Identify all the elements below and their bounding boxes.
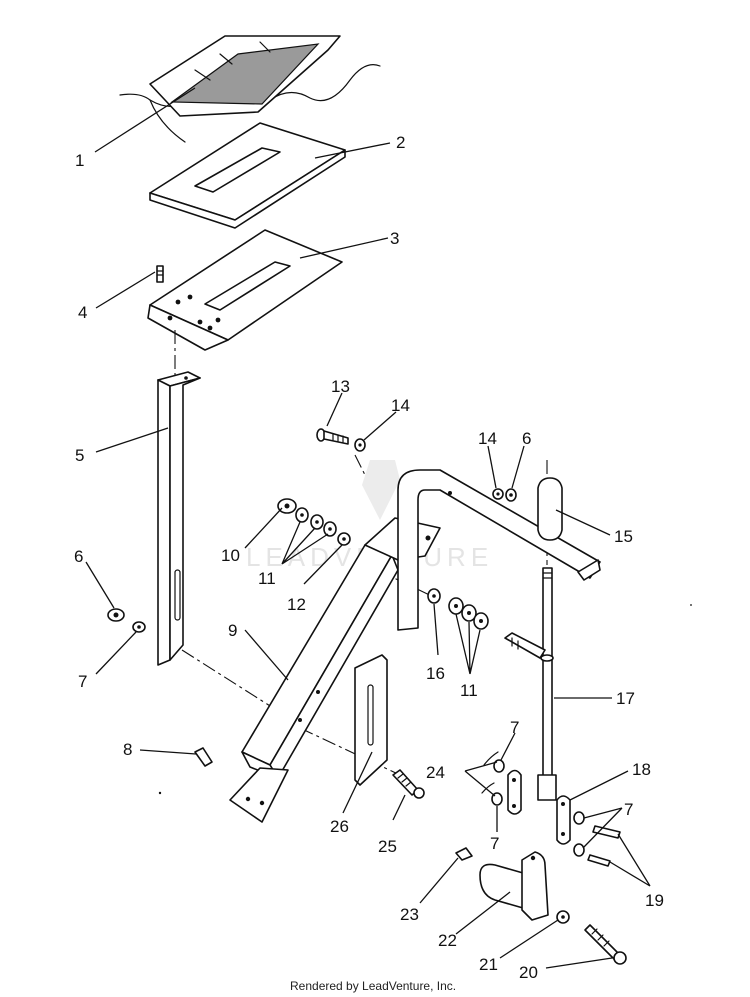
part-20-bolt	[584, 924, 627, 965]
callout-6-right: 6	[522, 429, 531, 448]
callout-4: 4	[78, 303, 87, 322]
part-5-bracket	[157, 371, 201, 666]
part-8-pin	[194, 747, 213, 767]
part-10-nut	[277, 498, 297, 514]
leader-lines	[85, 87, 651, 969]
part-2-plate	[149, 122, 346, 229]
part-16-washer	[427, 588, 441, 604]
callout-23: 23	[400, 905, 419, 924]
part-3-mount-plate	[147, 229, 343, 351]
callout-6-left: 6	[74, 547, 83, 566]
part-22-bellcrank	[479, 851, 549, 921]
callout-14-right: 14	[478, 429, 497, 448]
stray-mark	[158, 791, 162, 795]
callout-7-left: 7	[78, 672, 87, 691]
part-1-floor-mat	[119, 35, 381, 143]
callout-5: 5	[75, 446, 84, 465]
callout-2: 2	[396, 133, 405, 152]
part-6-nut	[107, 608, 125, 622]
callout-13: 13	[331, 377, 350, 396]
callout-labels: 1 2 3 4 5 6 7 8 9 10 11 12 13 14 14 6 15…	[74, 133, 664, 982]
part-25-bolt	[392, 769, 425, 799]
credit-text: Rendered by LeadVenture, Inc.	[290, 979, 456, 993]
callout-25: 25	[378, 837, 397, 856]
callout-1: 1	[75, 151, 84, 170]
callout-11-upper: 11	[258, 569, 276, 588]
part-18-link-plates	[507, 769, 571, 845]
stray-mark	[690, 604, 692, 606]
part-26-slotted-bracket	[354, 654, 388, 786]
callout-18: 18	[632, 760, 651, 779]
part-19-pins	[587, 825, 621, 867]
part-23-pin	[455, 847, 473, 861]
callout-3: 3	[390, 229, 399, 248]
part-12-washer	[337, 532, 351, 546]
part-14-washer	[354, 438, 366, 452]
part-7-washer	[132, 621, 146, 633]
callout-11-lower: 11	[460, 681, 478, 700]
callout-26: 26	[330, 817, 349, 836]
callout-7-lower: 7	[490, 834, 499, 853]
callout-12: 12	[287, 595, 306, 614]
part-13-bolt	[316, 428, 349, 445]
assembly-line	[299, 727, 401, 776]
assembly-line	[354, 454, 366, 476]
callout-24: 24	[426, 763, 445, 782]
part-4-bolt	[156, 265, 164, 283]
callout-20: 20	[519, 963, 538, 982]
callout-10: 10	[221, 546, 240, 565]
part-17-shift-rod	[537, 567, 557, 801]
callout-16: 16	[426, 664, 445, 683]
callout-22: 22	[438, 931, 457, 950]
part-11-washers-lower	[448, 597, 489, 630]
part-14-washer-right	[492, 488, 504, 500]
callout-7-mid: 7	[510, 718, 519, 737]
part-24-cotter-pins	[481, 751, 499, 794]
part-9-support-tube	[229, 517, 441, 823]
callout-17: 17	[616, 689, 635, 708]
callout-9: 9	[228, 621, 237, 640]
callout-15: 15	[614, 527, 633, 546]
part-21-washer	[556, 910, 570, 924]
callout-14-left: 14	[391, 396, 410, 415]
part-15-shift-handle	[397, 469, 601, 631]
assembly-line	[181, 649, 301, 726]
callout-19: 19	[645, 891, 664, 910]
part-6-nut-right	[505, 488, 517, 502]
callout-7-right: 7	[624, 800, 633, 819]
shift-stub	[504, 632, 546, 659]
callout-8: 8	[123, 740, 132, 759]
callout-21: 21	[479, 955, 498, 974]
part-11-washers-upper	[295, 507, 337, 537]
part-7-washers-lower	[491, 759, 585, 857]
